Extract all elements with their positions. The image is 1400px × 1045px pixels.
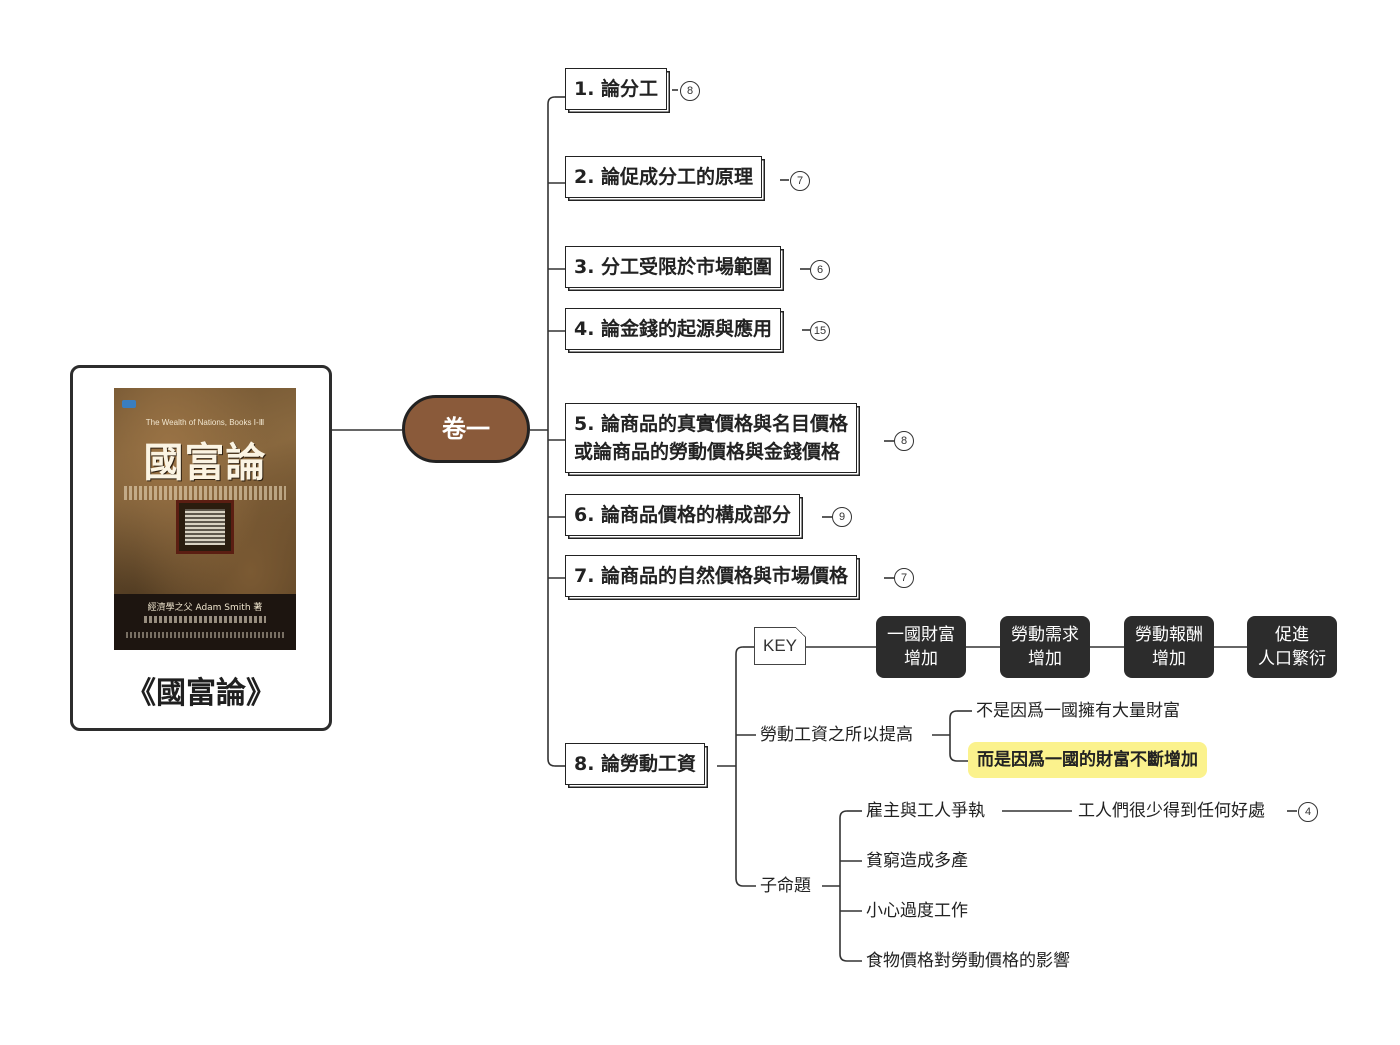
chapter-3-count-badge[interactable]: 6 [810, 260, 830, 280]
sub-item-poverty[interactable]: 貧窮造成多產 [866, 851, 968, 871]
chapter-7-label: 7. 論商品的自然價格與市場價格 [574, 565, 849, 587]
cover-translators [144, 616, 266, 623]
dispute-detail-node[interactable]: 工人們很少得到任何好處 [1078, 801, 1265, 821]
key-chain-node-2-line1: 勞動需求 [1011, 625, 1079, 645]
volume-node[interactable]: 卷一 [402, 395, 530, 463]
chapter-6-count-badge[interactable]: 9 [832, 507, 852, 527]
chapter-5-label: 5. 論商品的真實價格與名目價格 [574, 413, 849, 435]
key-chain-node-4-line1: 促進 [1275, 625, 1309, 645]
sub-item-overwork[interactable]: 小心過度工作 [866, 901, 968, 921]
wage-real-reason-node[interactable]: 而是因爲一國的財富不斷增加 [968, 742, 1207, 778]
chapter-6-label: 6. 論商品價格的構成部分 [574, 504, 792, 526]
chapter-2-count-badge[interactable]: 7 [790, 171, 810, 191]
cover-tagline [124, 486, 286, 500]
chapter-5-count-badge[interactable]: 8 [894, 431, 914, 451]
chapter-2-label: 2. 論促成分工的原理 [574, 166, 754, 188]
cover-title: 國富論 [143, 440, 267, 486]
root-title: 《國富論》 [126, 676, 276, 711]
key-chain-node-1-line1: 一國財富 [887, 625, 955, 645]
chapter-5-node[interactable]: 5. 論商品的真實價格與名目價格 或論商品的勞動價格與金錢價格 [565, 403, 858, 473]
chapter-7-node[interactable]: 7. 論商品的自然價格與市場價格 [565, 555, 858, 597]
key-chain-node-2-line2: 增加 [1028, 649, 1062, 669]
chapter-2-node[interactable]: 2. 論促成分工的原理 [565, 156, 763, 198]
key-chain-node-2[interactable]: 勞動需求增加 [1000, 616, 1090, 678]
key-chain-node-1-line2: 增加 [904, 649, 938, 669]
cover-author: 經濟學之父 Adam Smith 著 [147, 603, 263, 613]
chapter-4-label: 4. 論金錢的起源與應用 [574, 318, 773, 340]
chapter-3-node[interactable]: 3. 分工受限於市場範圍 [565, 246, 782, 288]
chapter-4-node[interactable]: 4. 論金錢的起源與應用 [565, 308, 782, 350]
note-fold-icon [796, 627, 806, 637]
chapter-6-node[interactable]: 6. 論商品價格的構成部分 [565, 494, 801, 536]
publisher-logo [122, 400, 136, 408]
key-chain-node-3-line1: 勞動報酬 [1135, 625, 1203, 645]
chapter-7-count-badge[interactable]: 7 [894, 568, 914, 588]
key-label: KEY [762, 636, 798, 655]
chapter-8-node[interactable]: 8. 論勞動工資 [565, 743, 706, 785]
chapter-trunk [547, 96, 556, 767]
chapter-1-count-badge[interactable]: 8 [680, 81, 700, 101]
chapter-1-node[interactable]: 1. 論分工 [565, 68, 668, 110]
key-note-node[interactable]: KEY [754, 627, 806, 665]
key-chain-node-4-line2: 人口繁衍 [1258, 649, 1326, 669]
wage-not-reason-node[interactable]: 不是因爲一國擁有大量財富 [976, 701, 1180, 721]
root-node[interactable]: The Wealth of Nations, Books Ⅰ-Ⅲ 國富論 經濟學… [70, 365, 332, 731]
key-chain-node-3[interactable]: 勞動報酬增加 [1124, 616, 1214, 678]
chapter-1-label: 1. 論分工 [574, 78, 659, 100]
chapter-3-label: 3. 分工受限於市場範圍 [574, 256, 773, 278]
key-chain-node-3-line2: 增加 [1152, 649, 1186, 669]
key-chain-node-1[interactable]: 一國財富增加 [876, 616, 966, 678]
dispute-detail-count-badge[interactable]: 4 [1298, 802, 1318, 822]
sub-item-food-price[interactable]: 食物價格對勞動價格的影響 [866, 951, 1070, 971]
sub-propositions-node[interactable]: 子命題 [760, 876, 811, 896]
wage-rise-node[interactable]: 勞動工資之所以提高 [760, 725, 913, 745]
book-cover-image: The Wealth of Nations, Books Ⅰ-Ⅲ 國富論 經濟學… [114, 388, 296, 650]
cover-footer [126, 632, 284, 638]
cover-illustration [176, 500, 234, 554]
key-chain-node-4[interactable]: 促進人口繁衍 [1247, 616, 1337, 678]
sub-item-dispute[interactable]: 雇主與工人爭執 [866, 801, 985, 821]
chapter-4-count-badge[interactable]: 15 [810, 321, 830, 341]
chapter-8-label: 8. 論勞動工資 [574, 753, 697, 775]
cover-english-title: The Wealth of Nations, Books Ⅰ-Ⅲ [145, 418, 265, 427]
chapter-5-label-line2: 或論商品的勞動價格與金錢價格 [574, 441, 841, 463]
